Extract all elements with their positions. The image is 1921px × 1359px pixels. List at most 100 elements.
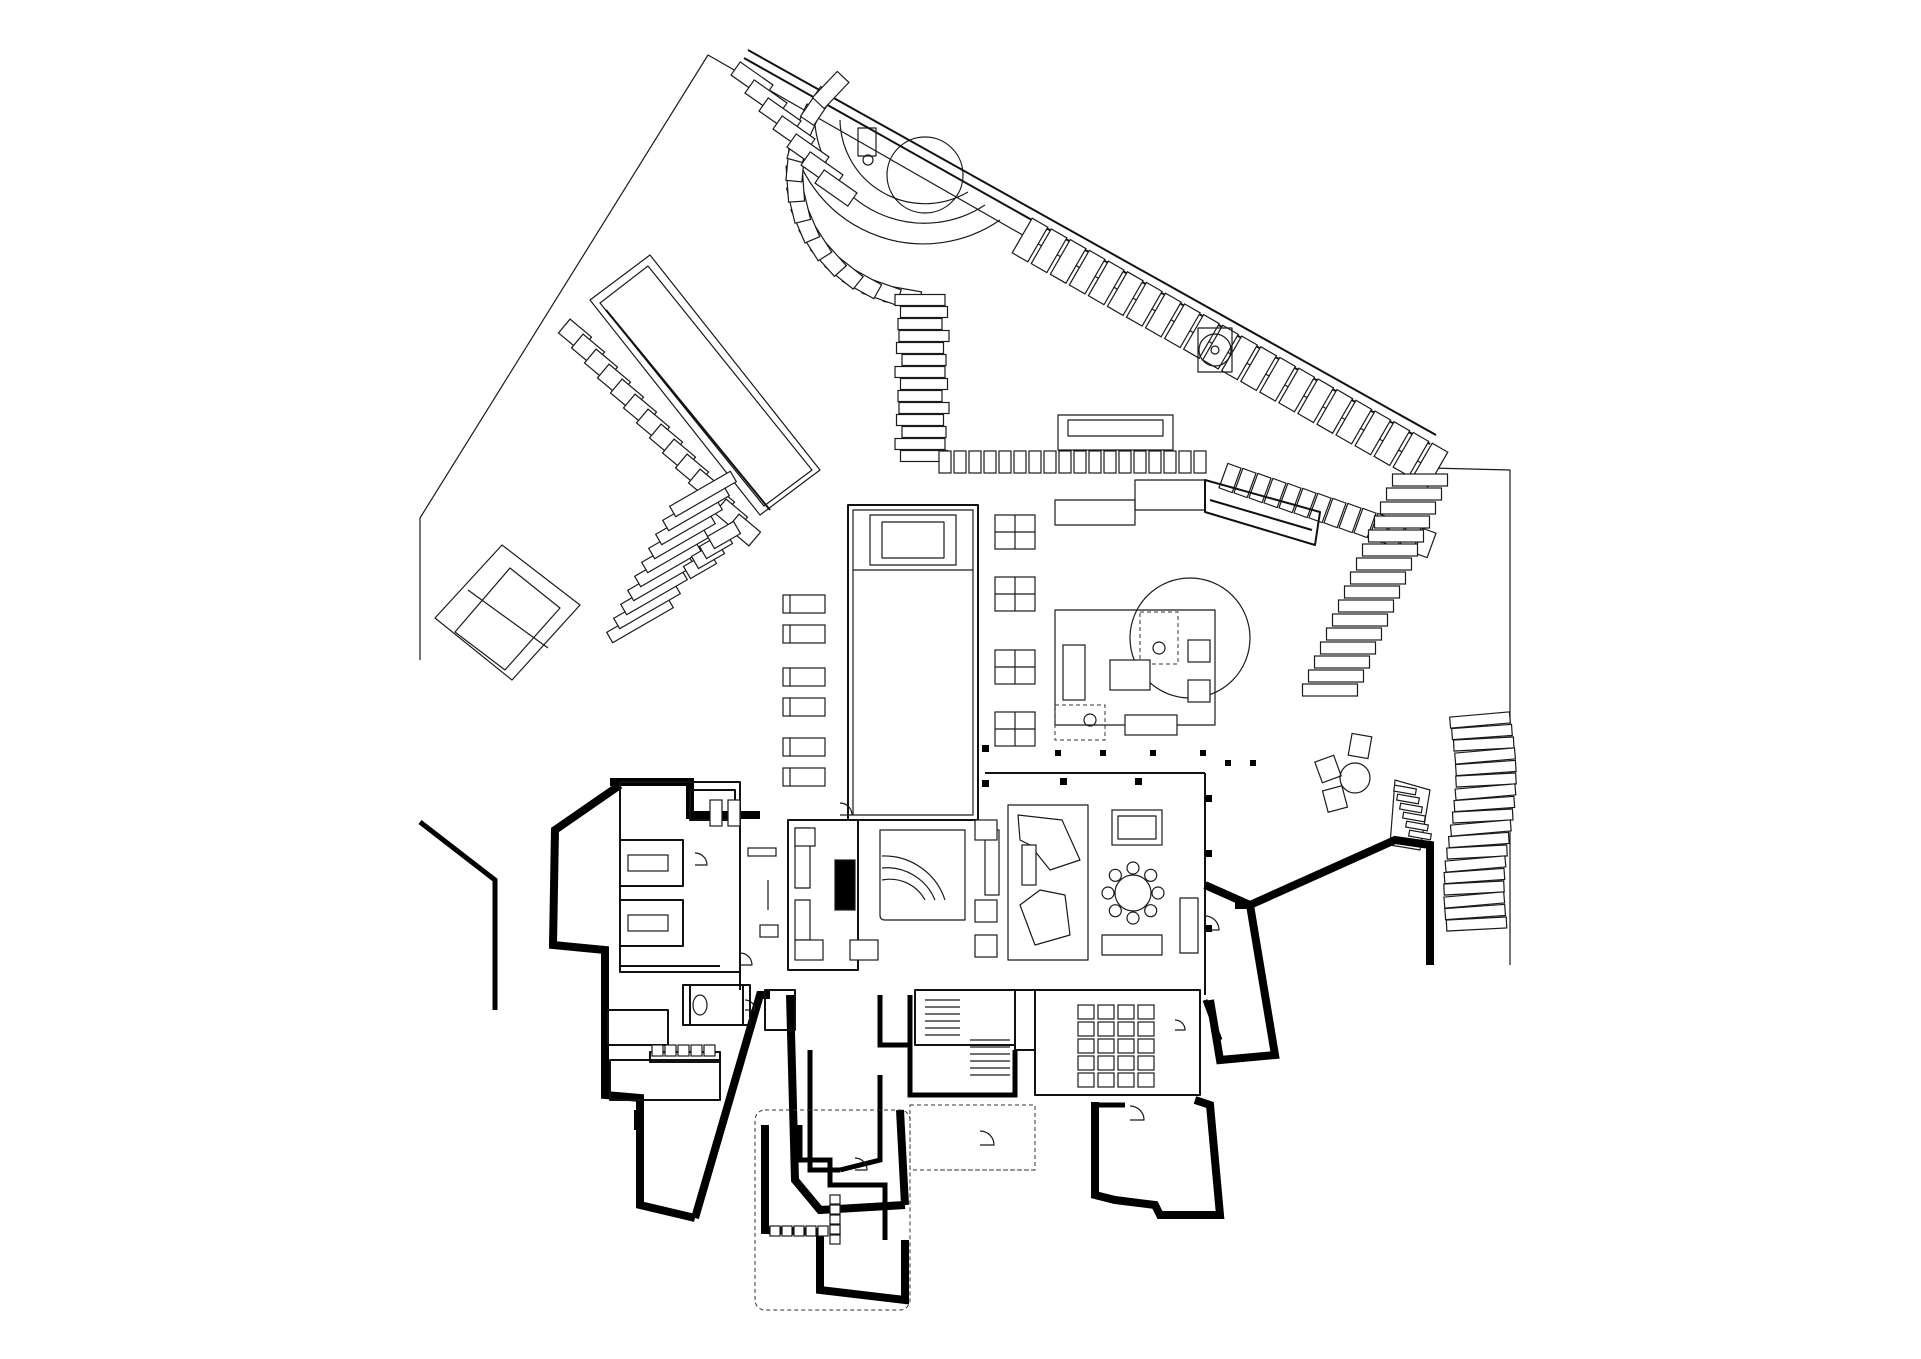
terrace-step (1087, 260, 1125, 306)
fan-step (1443, 867, 1506, 885)
terrace-step (1011, 217, 1049, 263)
stepping-stone (1178, 450, 1192, 474)
terrace-step (1182, 313, 1221, 360)
fan-step (1443, 891, 1506, 909)
garden-step (814, 169, 858, 207)
terrace-step (1163, 303, 1201, 349)
stepping-stone (898, 329, 950, 343)
terrace-step (1307, 669, 1365, 683)
amphitheater-seats (730, 61, 923, 309)
meeting-chair (1137, 1021, 1155, 1037)
locker (829, 1214, 841, 1225)
fan-step (1454, 759, 1517, 777)
locker (651, 1044, 664, 1057)
lounger (782, 667, 826, 687)
door-swing (839, 802, 853, 816)
pergola-walkway (1054, 414, 1321, 546)
stepping-stone (895, 341, 945, 355)
terrace-step (1278, 367, 1316, 413)
stepping-stone (998, 450, 1012, 474)
terrace-step (1293, 487, 1317, 519)
planter-wedge (1389, 779, 1431, 851)
fan-step (1449, 819, 1512, 837)
stepping-stone (983, 450, 997, 474)
terrace-step (1239, 345, 1278, 392)
lounger (782, 767, 826, 787)
terrace-step (1106, 270, 1144, 317)
terrace-step (1331, 613, 1389, 627)
fan-step (1448, 711, 1512, 729)
locker (829, 1234, 841, 1245)
east-stair-blocks (1389, 711, 1517, 932)
building-walls (418, 778, 1434, 1222)
fan-step (1444, 855, 1507, 873)
locker (817, 1225, 829, 1237)
locker (829, 1224, 841, 1235)
spa-partitions (607, 781, 796, 1101)
stepping-stone (897, 389, 943, 403)
reflecting-trough (589, 254, 821, 516)
terrace-step (1335, 399, 1373, 445)
stepping-stone (898, 401, 950, 415)
stepping-stone (894, 365, 946, 379)
terrace-step (1030, 228, 1068, 274)
fan-step (1445, 916, 1508, 932)
dining-chair (1101, 886, 1115, 900)
meeting-room (1014, 989, 1201, 1096)
terrace-step (1068, 249, 1106, 295)
interior-lounge (985, 772, 1206, 995)
terrace-step (1313, 655, 1371, 669)
fan-step (1454, 783, 1517, 801)
terrace-step (1297, 378, 1335, 424)
stepping-stone (1118, 450, 1132, 474)
stepping-stone (1013, 450, 1027, 474)
meeting-chair (1077, 1021, 1095, 1037)
terrace-step (1385, 487, 1443, 501)
terrace-step (1337, 599, 1395, 613)
southwest-stair-blocks (605, 470, 742, 644)
column (1200, 750, 1206, 756)
column (1225, 760, 1231, 766)
meeting-chair (1137, 1004, 1155, 1020)
fan-step (1451, 808, 1514, 824)
locker (677, 1044, 690, 1057)
locker (829, 1204, 841, 1215)
stepping-stone (1148, 450, 1162, 474)
fan-step (1444, 903, 1507, 921)
locker (781, 1225, 793, 1237)
door-swing (1129, 1105, 1145, 1121)
column (1150, 750, 1156, 756)
stair-core (909, 989, 1036, 1171)
stepping-stone (895, 413, 945, 427)
stepping-stone (894, 437, 946, 451)
planter-slat (1401, 811, 1427, 823)
meeting-chair (1137, 1038, 1155, 1054)
terrace-step (1338, 502, 1362, 534)
stepping-stone (1163, 450, 1177, 474)
fan-step (1451, 723, 1513, 741)
terrace-step (1354, 410, 1392, 456)
fan-step (1453, 795, 1516, 813)
locker (664, 1044, 677, 1057)
terrace-step (1391, 473, 1449, 487)
door-swing (1204, 915, 1220, 931)
door-swing (694, 852, 708, 866)
terrace-step (1373, 420, 1411, 467)
stepping-stone (1073, 450, 1087, 474)
amphitheater-seat (811, 70, 850, 110)
meeting-chair (1077, 1055, 1095, 1071)
door-swing (979, 1130, 995, 1146)
planter-slat (1404, 820, 1430, 832)
terrace-step (1263, 477, 1287, 509)
stepping-stone-path (894, 293, 1207, 474)
stepping-stone (1133, 450, 1147, 474)
dining-chair (1151, 886, 1165, 900)
column (1205, 925, 1212, 932)
terrace-step (1319, 641, 1377, 655)
meeting-chair (1117, 1038, 1135, 1054)
meeting-chair (1097, 1038, 1115, 1054)
terrace-step (1125, 281, 1163, 327)
lounger (782, 624, 826, 644)
stepping-stone (1058, 450, 1072, 474)
